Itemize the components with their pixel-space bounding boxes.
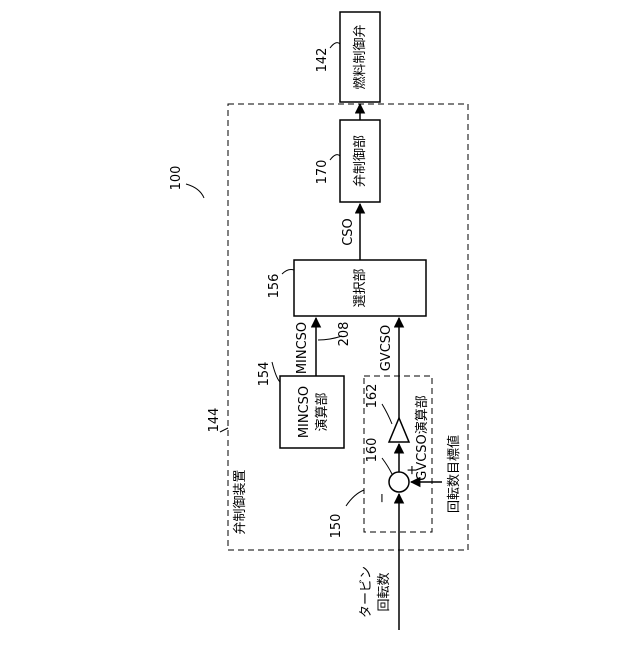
ref-170: 170 <box>315 160 330 185</box>
gvcso-signal-label: GVCSO <box>379 325 394 372</box>
target-speed-label: 回転数目標値 <box>446 435 462 513</box>
mincso-label-line2: 演算部 <box>314 392 330 431</box>
selector-label: 選択部 <box>353 268 368 307</box>
mincso-label-line1: MINCSO <box>297 386 312 438</box>
ref-144: 144 <box>207 408 222 433</box>
amplifier-triangle <box>389 418 409 442</box>
ref-150: 150 <box>329 514 344 539</box>
fuel-valve-label: 燃料制御弁 <box>352 24 368 89</box>
ref-154-leader <box>272 362 280 382</box>
ref-150-leader <box>346 490 364 506</box>
ref-160-leader <box>382 458 392 474</box>
ref-156-leader <box>282 270 294 275</box>
ref-142: 142 <box>315 48 330 73</box>
ref-160: 160 <box>365 438 380 463</box>
minus-sign: − <box>375 493 390 504</box>
plus-sign: + <box>405 465 420 476</box>
ref-156: 156 <box>267 274 282 299</box>
ref-154: 154 <box>257 362 272 387</box>
mincso-box <box>280 376 344 448</box>
mincso-signal-label: MINCSO <box>295 322 310 374</box>
ref-162: 162 <box>365 384 380 409</box>
ref-162-leader <box>382 404 392 424</box>
turbine-label-line2: 回転数 <box>377 572 392 611</box>
ref-100-leader <box>186 184 204 198</box>
ref-142-leader <box>330 43 340 48</box>
valve-control-label: 弁制御部 <box>353 135 368 187</box>
cso-signal-label: CSO <box>341 218 356 246</box>
turbine-label-line1: タービン <box>359 566 374 618</box>
ref-100: 100 <box>169 166 184 191</box>
controller-label: 弁制御装置 <box>233 469 248 534</box>
ref-208: 208 <box>337 322 352 347</box>
ref-170-leader <box>330 155 340 160</box>
